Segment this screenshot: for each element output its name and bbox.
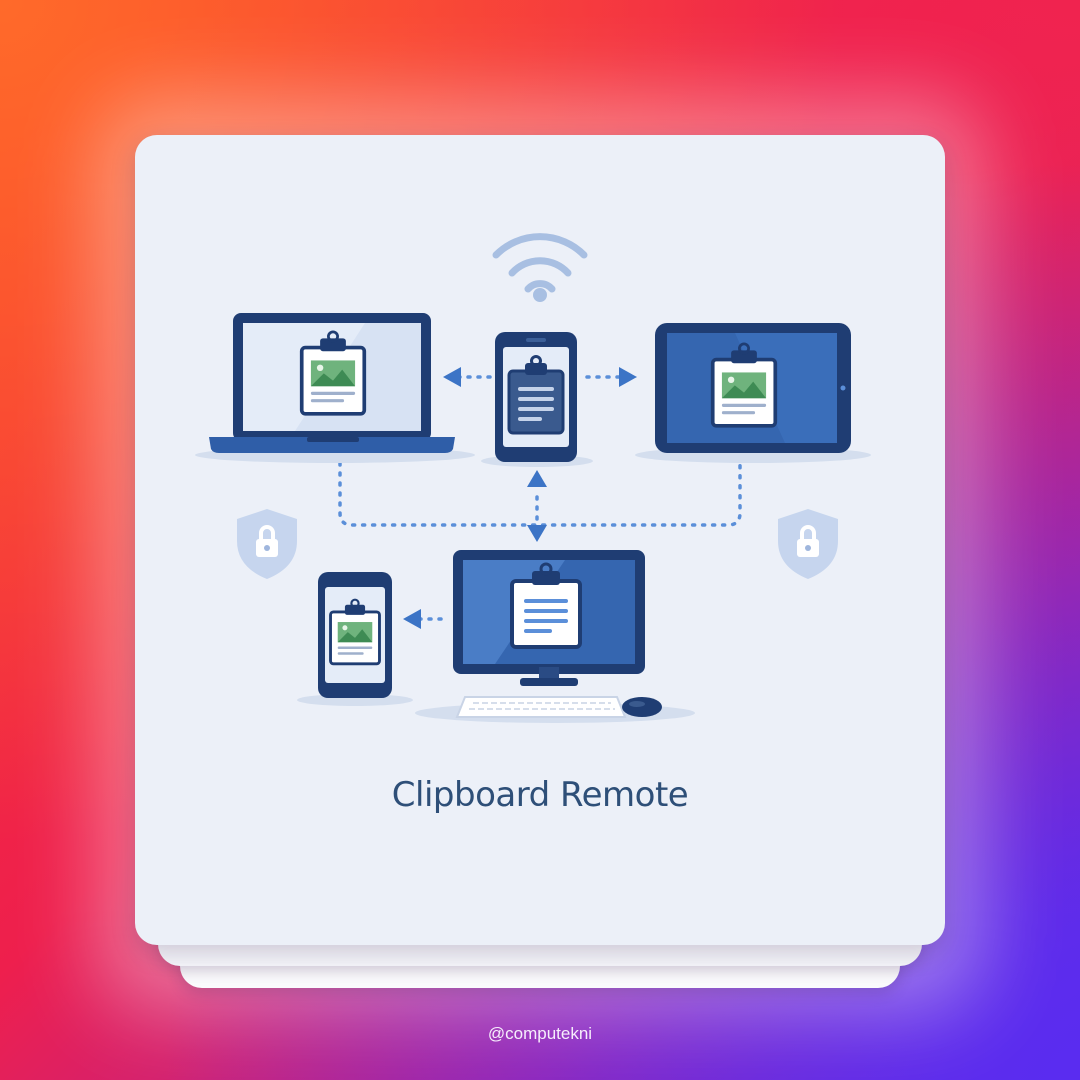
tablet-icon [635,323,871,463]
device-sync-illustration [195,233,871,723]
keyboard-icon [455,696,627,718]
illustration-card: Clipboard Remote [135,135,945,945]
laptop-icon [195,313,475,463]
desktop-monitor-icon [415,550,695,723]
sync-connections [338,375,742,621]
mouse-icon [622,697,662,717]
lock-shield-icon [237,509,297,579]
page-title: Clipboard Remote [391,775,689,815]
author-handle: @computekni [487,1024,593,1043]
clipboard-icon [507,355,565,435]
lock-shield-icon [778,509,838,579]
sync-arrows [403,367,637,629]
phone-icon [297,572,413,706]
wifi-icon [492,233,588,302]
phone-icon [481,332,593,467]
clipboard-icon [510,562,582,649]
